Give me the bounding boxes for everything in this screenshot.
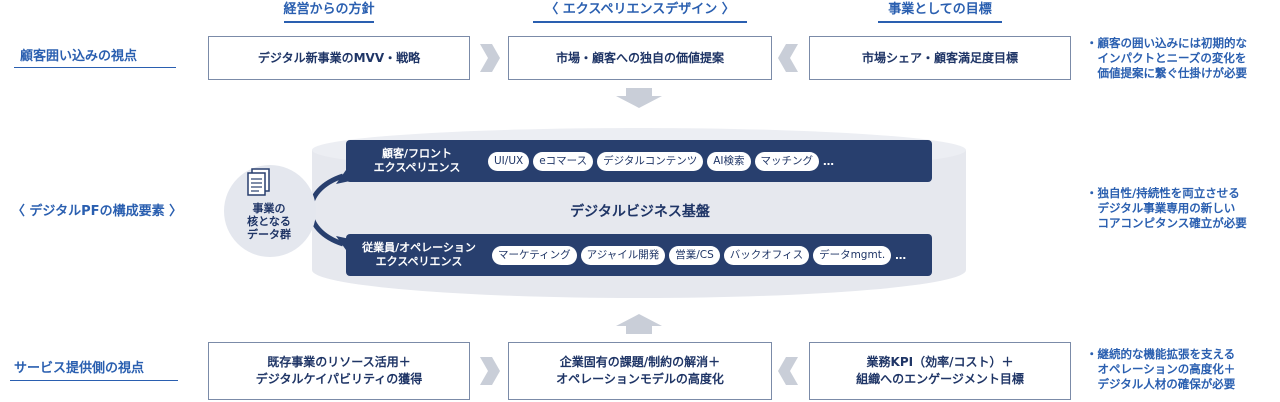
operation-item: マーケティング [492,245,577,265]
arrow-right-icon [480,357,500,385]
front-item: デジタルコンテンツ [597,151,704,171]
box-kpi-engagement: 業務KPI（効率/コスト）＋ 組織へのエンゲージメント目標 [809,342,1071,400]
header-management: 経営からの方針 [283,2,375,17]
arrow-down-icon [616,88,662,108]
operation-item: バックオフィス [723,245,810,265]
front-item: UI/UX [488,151,530,171]
box-operation-model: 企業固有の課題/制約の解消＋ オペレーションモデルの高度化 [508,342,772,400]
operation-item: 営業/CS [669,245,720,265]
document-icon [247,168,270,196]
arrow-left-icon [778,357,798,385]
note-service: ・継続的な機能拡張を支える オペレーションの高度化＋ デジタル人材の確保が必要 [1086,347,1236,391]
header-goals: 事業としての目標 [888,2,992,17]
front-experience-bar: 顧客/フロント エクスペリエンス UI/UX eコマース デジタルコンテンツ A… [346,140,932,182]
arrow-up-icon [616,314,662,334]
front-item: eコマース [533,151,594,171]
box-market-share-goal: 市場シェア・顧客満足度目標 [809,36,1071,80]
arrow-left-icon [778,44,798,72]
operation-experience-title: 従業員/オペレーション エクスペリエンス [362,241,476,268]
row-label-customer: 顧客囲い込みの視点 [20,49,138,64]
header-experience-underline [533,21,747,23]
box-value-proposition: 市場・顧客への独自の価値提案 [508,36,772,80]
header-management-underline [284,21,374,23]
note-customer: ・顧客の囲い込みには初期的な インパクトとニーズの変化を 価値提案に繋ぐ仕掛けが… [1086,36,1247,80]
core-data-label: 事業の 核となる データ群 [247,202,291,241]
arrow-right-icon [480,44,500,72]
row-label-service: サービス提供側の視点 [14,361,145,376]
operation-more: … [895,248,907,262]
platform-title: デジタルビジネス基盤 [570,204,710,220]
box-resource-capability: 既存事業のリソース活用＋ デジタルケイパビリティの獲得 [208,342,470,400]
header-experience: 〈 エクスペリエンスデザイン 〉 [545,2,735,17]
front-item: AI検索 [707,151,751,171]
operation-experience-bar: 従業員/オペレーション エクスペリエンス マーケティング アジャイル開発 営業/… [346,234,932,276]
core-data-circle [224,165,316,257]
operation-item: アジャイル開発 [580,245,666,265]
front-item: マッチング [754,151,820,171]
row-label-customer-underline [14,67,176,68]
box-digital-mvv-strategy: デジタル新事業のMVV・戦略 [208,36,470,80]
row-label-digital-pf: 〈 デジタルPFの構成要素 〉 [11,204,183,219]
front-more: … [823,154,835,168]
header-goals-underline [878,21,1002,23]
operation-item: データmgmt. [813,245,892,265]
row-label-service-underline [10,380,178,381]
front-experience-title: 顧客/フロント エクスペリエンス [373,147,461,174]
note-digital: ・独自性/持続性を両立させる デジタル事業専用の新しい コアコンピタンス確立が必… [1086,186,1247,230]
